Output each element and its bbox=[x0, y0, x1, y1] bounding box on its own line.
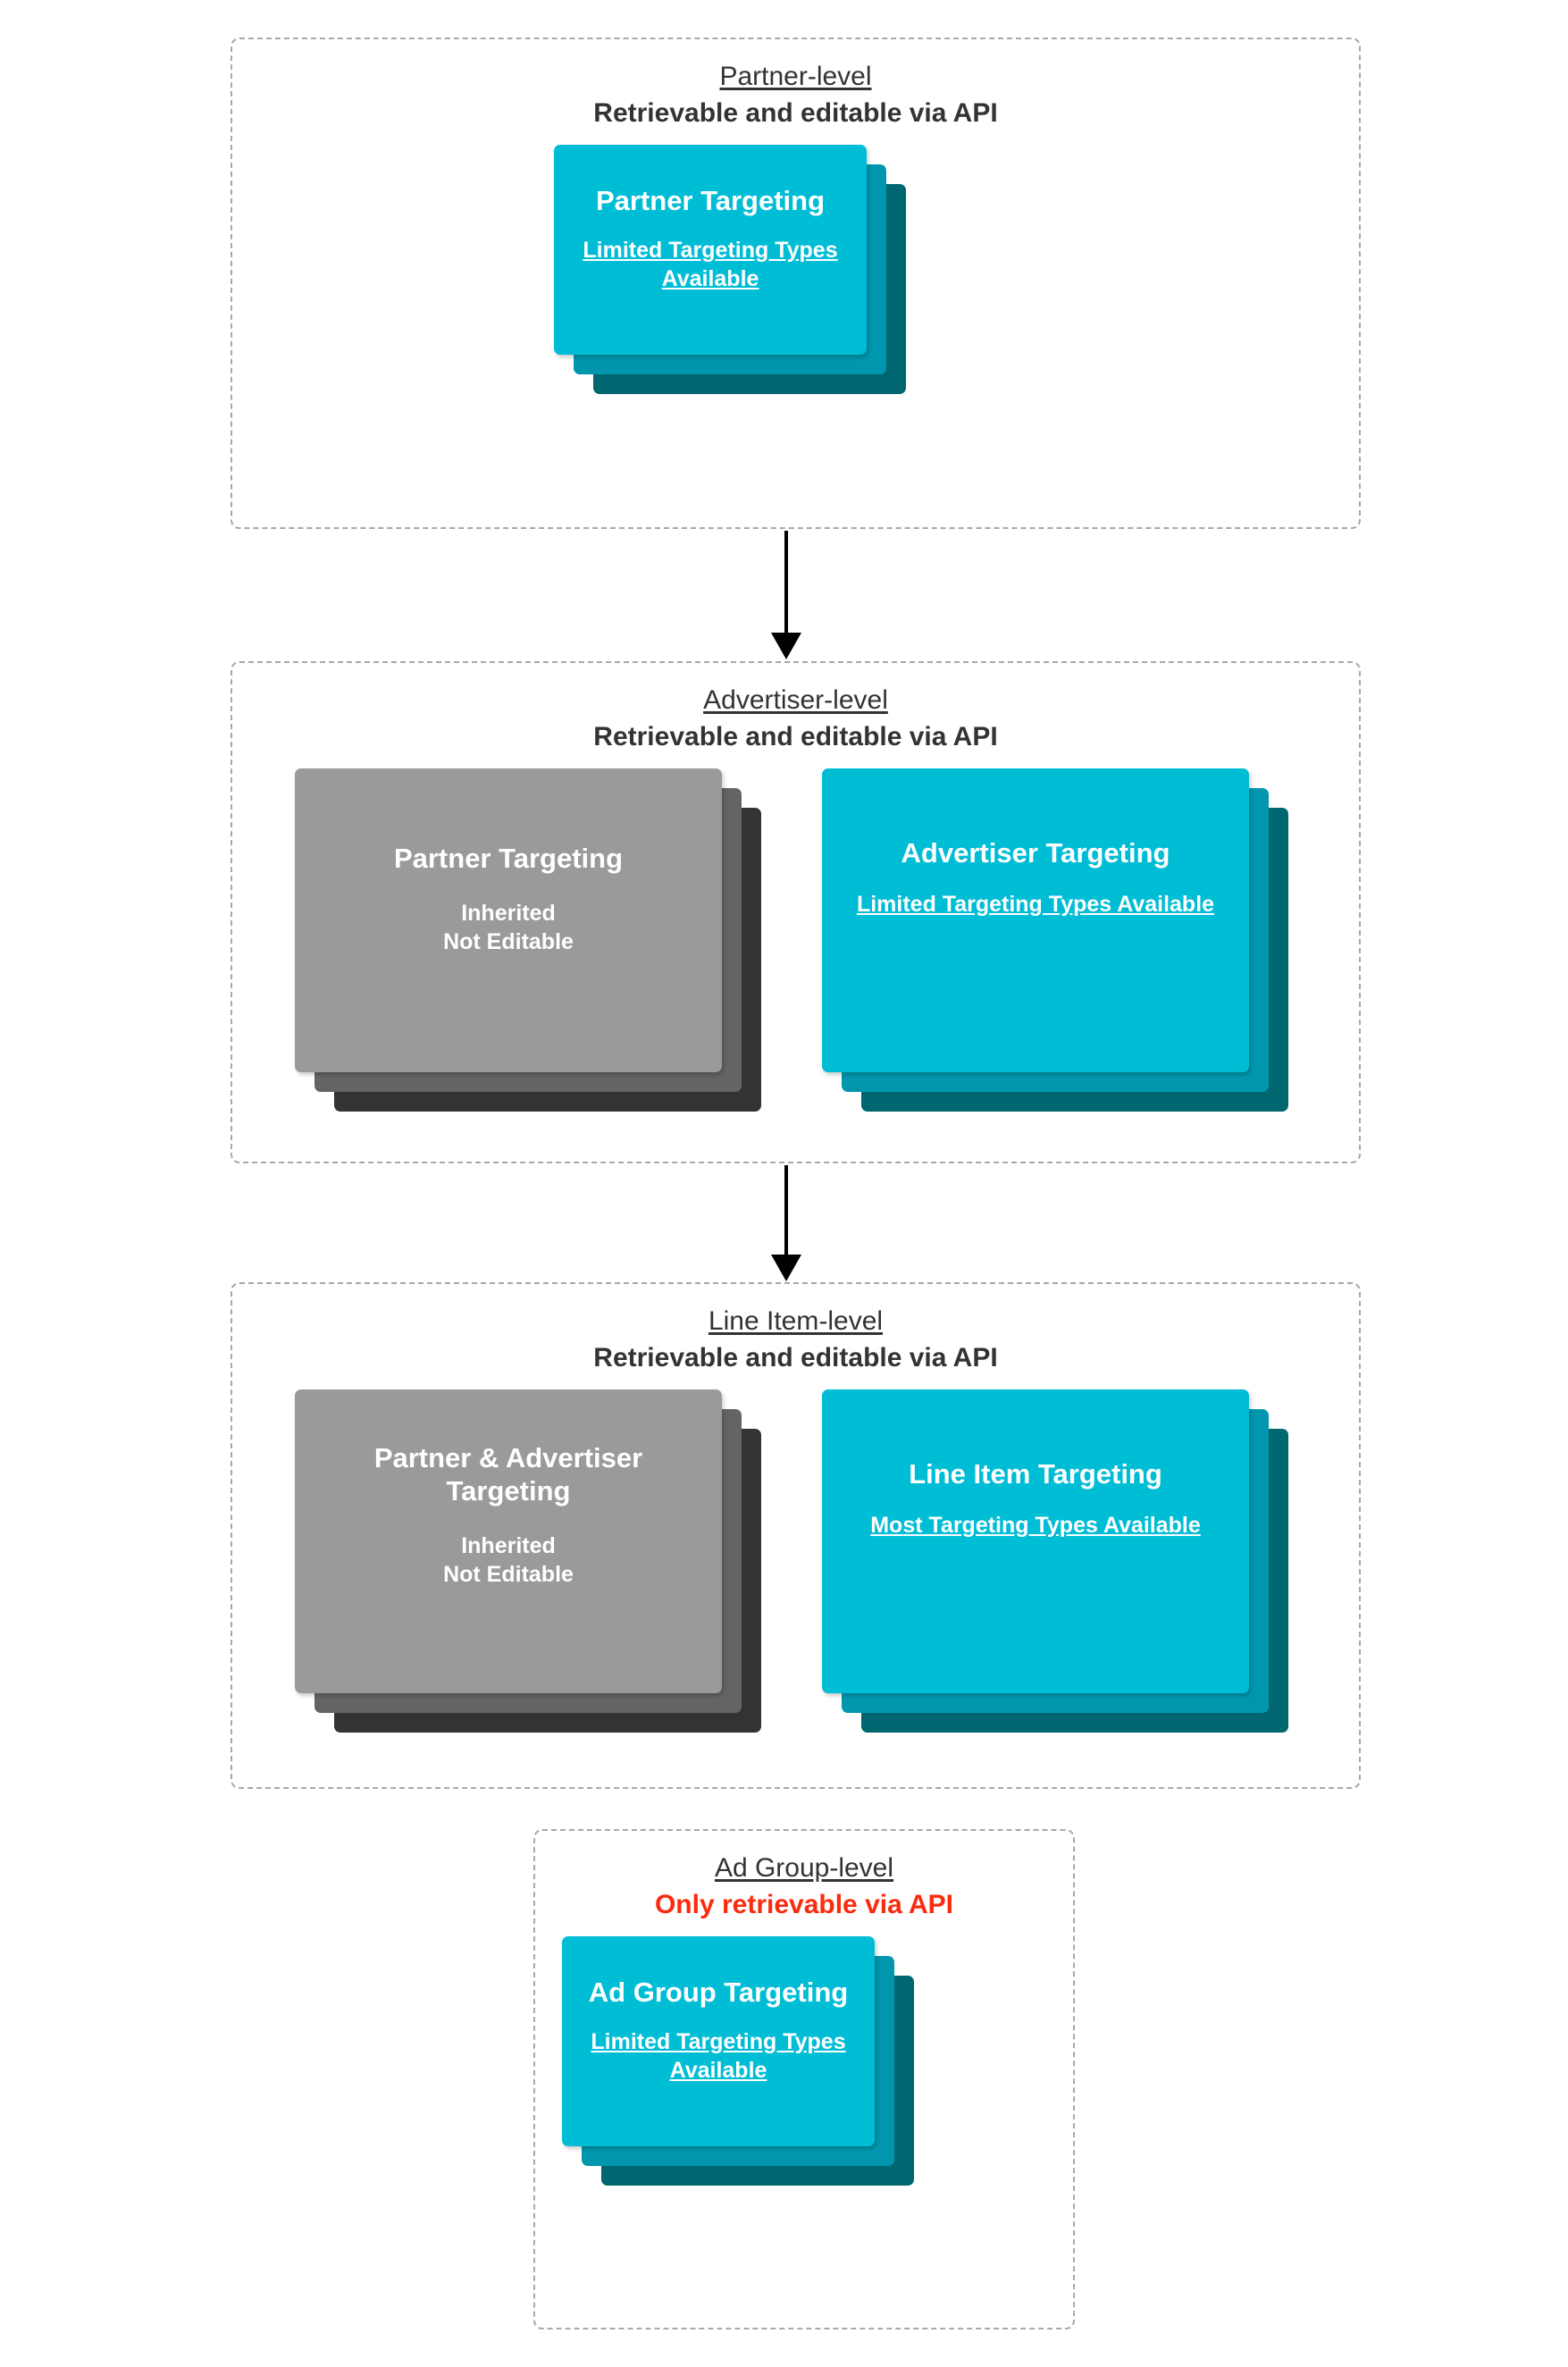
card-note: Limited Targeting Types Available bbox=[583, 238, 838, 291]
card-layer-front: Partner Targeting Limited Targeting Type… bbox=[554, 145, 867, 355]
level-title-ad-group: Ad Group-level bbox=[714, 1853, 894, 1883]
card-note: Inherited Not Editable bbox=[443, 1533, 574, 1587]
level-section-partner: Partner-level Retrievable and editable v… bbox=[231, 38, 1361, 529]
card-layer-front: Partner & Advertiser Targeting Inherited… bbox=[295, 1389, 722, 1693]
level-subtitle-advertiser: Retrievable and editable via API bbox=[593, 721, 998, 751]
card-layer-front: Line Item Targeting Most Targeting Types… bbox=[822, 1389, 1249, 1693]
card-inherited-partner-advertiser-targeting[interactable]: Partner & Advertiser Targeting Inherited… bbox=[295, 1389, 761, 1733]
level-title-advertiser: Advertiser-level bbox=[703, 685, 888, 715]
level-section-ad-group: Ad Group-level Only retrievable via API … bbox=[533, 1829, 1075, 2329]
card-line-item-targeting[interactable]: Line Item Targeting Most Targeting Types… bbox=[822, 1389, 1288, 1733]
card-note: Most Targeting Types Available bbox=[870, 1513, 1201, 1539]
connector-shaft bbox=[784, 531, 788, 633]
card-note: Inherited Not Editable bbox=[443, 901, 574, 954]
card-inherited-partner-targeting[interactable]: Partner Targeting Inherited Not Editable bbox=[295, 768, 761, 1112]
connector-partner-to-advertiser bbox=[768, 531, 804, 659]
card-title: Partner & Advertiser Targeting bbox=[373, 1442, 643, 1507]
card-layer-front: Ad Group Targeting Limited Targeting Typ… bbox=[562, 1936, 875, 2146]
card-title: Advertiser Targeting bbox=[901, 837, 1170, 869]
card-layer-front: Partner Targeting Inherited Not Editable bbox=[295, 768, 722, 1072]
level-header-partner: Partner-level Retrievable and editable v… bbox=[232, 61, 1359, 130]
card-note: Limited Targeting Types Available bbox=[856, 892, 1215, 918]
level-title-line-item: Line Item-level bbox=[708, 1306, 884, 1336]
card-partner-targeting[interactable]: Partner Targeting Limited Targeting Type… bbox=[554, 145, 906, 394]
level-subtitle-line-item: Retrievable and editable via API bbox=[593, 1342, 998, 1372]
level-header-ad-group: Ad Group-level Only retrievable via API bbox=[535, 1852, 1073, 1921]
card-advertiser-targeting[interactable]: Advertiser Targeting Limited Targeting T… bbox=[822, 768, 1288, 1112]
level-header-advertiser: Advertiser-level Retrievable and editabl… bbox=[232, 684, 1359, 753]
connector-shaft bbox=[784, 1165, 788, 1255]
level-subtitle-ad-group: Only retrievable via API bbox=[654, 1889, 954, 1919]
card-title: Partner Targeting bbox=[595, 185, 826, 216]
card-note: Limited Targeting Types Available bbox=[591, 2029, 846, 2083]
card-layer-front: Advertiser Targeting Limited Targeting T… bbox=[822, 768, 1249, 1072]
connector-arrowhead bbox=[771, 633, 801, 659]
card-ad-group-targeting[interactable]: Ad Group Targeting Limited Targeting Typ… bbox=[562, 1936, 914, 2186]
connector-arrowhead bbox=[771, 1255, 801, 1281]
card-title: Line Item Targeting bbox=[909, 1458, 1162, 1490]
card-title: Ad Group Targeting bbox=[588, 1977, 849, 2008]
level-section-advertiser: Advertiser-level Retrievable and editabl… bbox=[231, 661, 1361, 1163]
level-header-line-item: Line Item-level Retrievable and editable… bbox=[232, 1305, 1359, 1374]
card-title: Partner Targeting bbox=[393, 843, 624, 874]
level-title-partner: Partner-level bbox=[719, 62, 872, 91]
level-subtitle-partner: Retrievable and editable via API bbox=[593, 97, 998, 128]
connector-advertiser-to-line-item bbox=[768, 1165, 804, 1281]
level-section-line-item: Line Item-level Retrievable and editable… bbox=[231, 1282, 1361, 1789]
